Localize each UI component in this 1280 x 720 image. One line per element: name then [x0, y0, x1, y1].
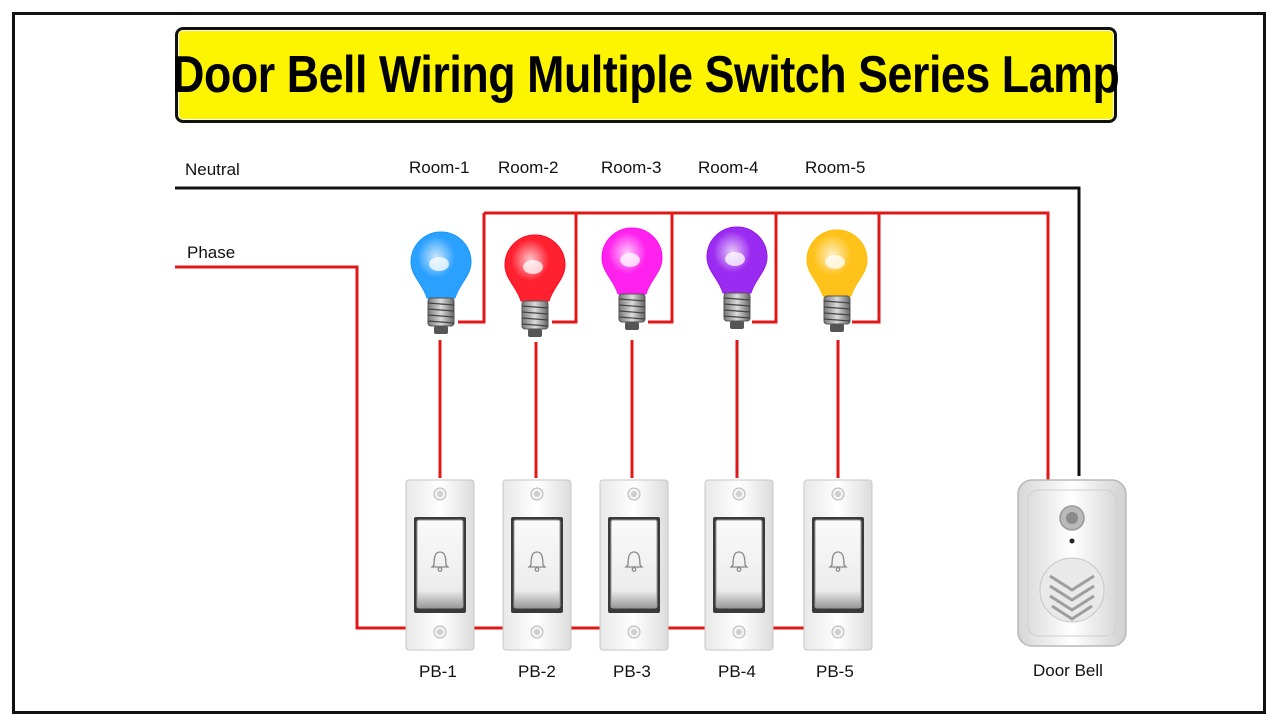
switch-label-3: PB-3 — [613, 662, 651, 681]
bell-icon — [527, 551, 547, 572]
switch-key-2[interactable] — [513, 519, 561, 609]
room-label-1: Room-1 — [409, 158, 470, 177]
bell-icon — [624, 551, 644, 572]
room-label-3: Room-3 — [601, 158, 662, 177]
switch-key-1[interactable] — [416, 519, 464, 609]
neutral-label: Neutral — [185, 160, 240, 179]
title-banner: Door Bell Wiring Multiple Switch Series … — [172, 27, 1120, 123]
switch-label-5: PB-5 — [816, 662, 854, 681]
lamp-1-return — [458, 213, 486, 324]
lamp-2-return — [552, 213, 578, 324]
bell-icon — [828, 551, 848, 572]
bulb-room-4 — [706, 226, 768, 329]
room-label-5: Room-5 — [805, 158, 866, 177]
lamp-3-return — [648, 213, 674, 324]
push-button-switch-2[interactable] — [502, 479, 572, 651]
door-bell-unit — [1017, 479, 1127, 647]
room-label-4: Room-4 — [698, 158, 759, 177]
bell-icon — [430, 551, 450, 572]
switch-key-3[interactable] — [610, 519, 658, 609]
phase-wire — [175, 265, 823, 630]
bulb-room-3 — [601, 227, 663, 330]
bulb-room-2 — [504, 234, 566, 337]
bulb-room-5 — [806, 229, 868, 332]
room-label-2: Room-2 — [498, 158, 559, 177]
switch-key-4[interactable] — [715, 519, 763, 609]
bulb-room-1 — [410, 231, 472, 334]
push-button-switch-3[interactable] — [599, 479, 669, 651]
switch-label-2: PB-2 — [518, 662, 556, 681]
push-button-switch-1[interactable] — [405, 479, 475, 651]
bell-icon — [729, 551, 749, 572]
phase-label: Phase — [187, 243, 236, 262]
push-button-switch-4[interactable] — [704, 479, 774, 651]
diagram-title: Door Bell Wiring Multiple Switch Series … — [172, 46, 1120, 104]
neutral-wire — [175, 186, 1081, 476]
lamp-5-return — [852, 213, 881, 324]
switch-key-5[interactable] — [814, 519, 862, 609]
switch-label-1: PB-1 — [419, 662, 457, 681]
lamp-4-return — [752, 213, 778, 324]
push-button-switch-5[interactable] — [803, 479, 873, 651]
switch-label-4: PB-4 — [718, 662, 756, 681]
door-bell-label: Door Bell — [1033, 661, 1103, 680]
